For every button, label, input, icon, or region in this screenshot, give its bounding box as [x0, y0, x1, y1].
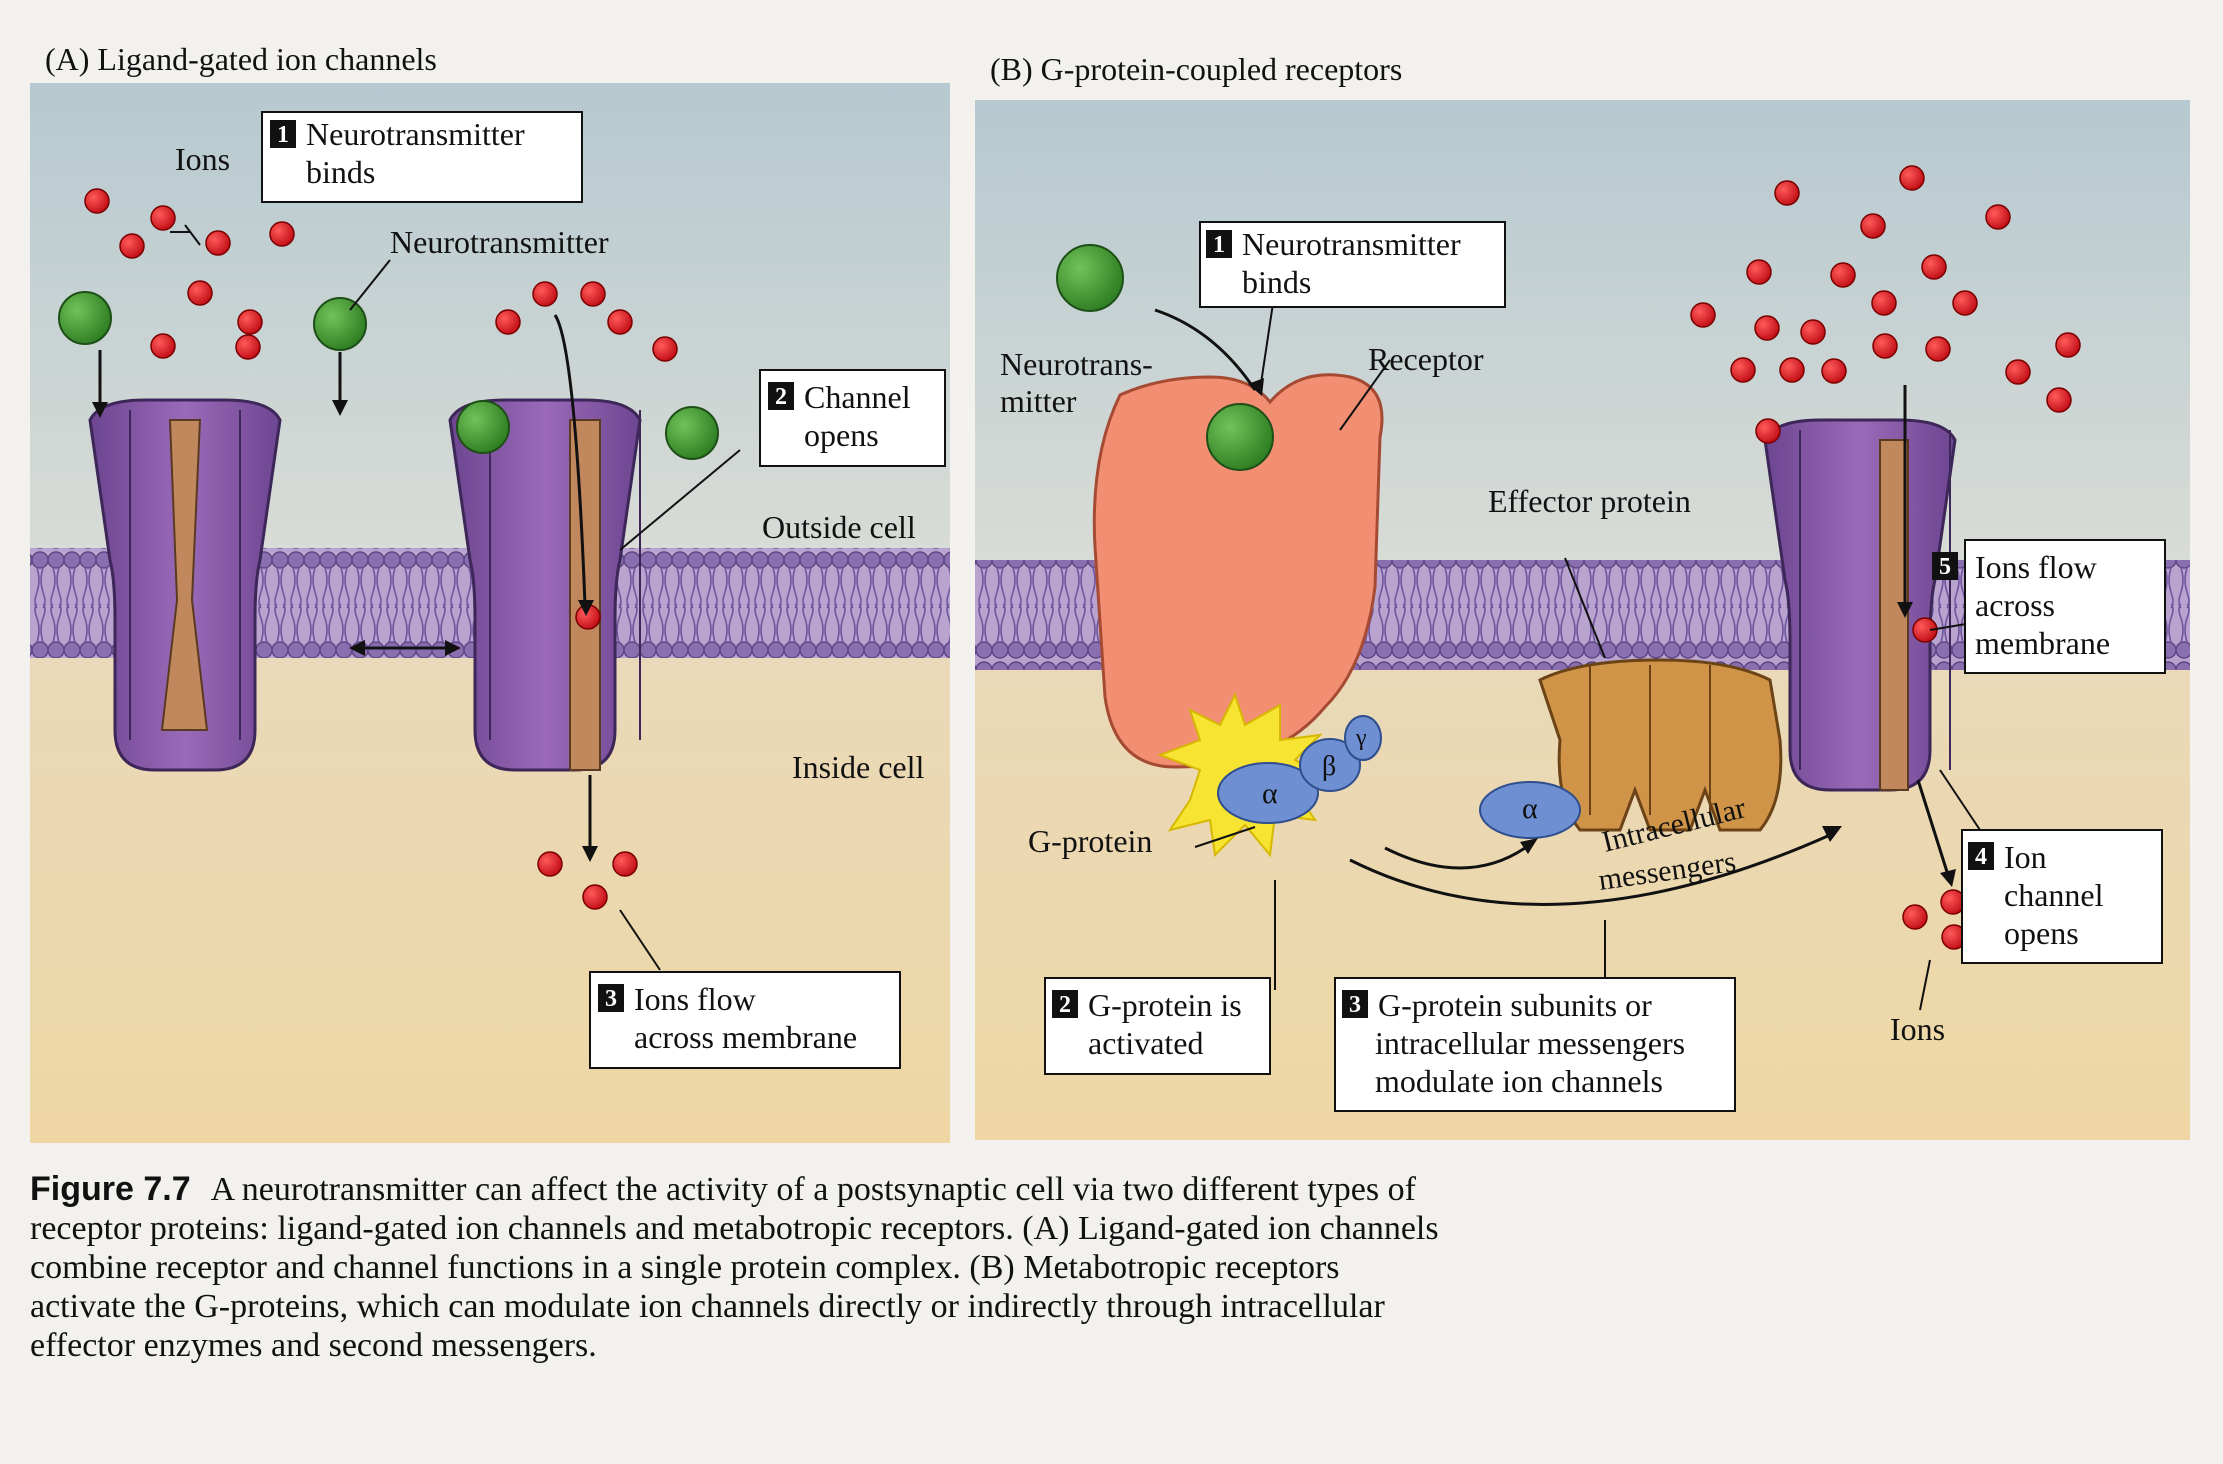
ion-channel-closed: [88, 398, 282, 772]
callout-a-step-2: 2 Channel opens: [759, 369, 946, 467]
g-protein-beta: [1299, 738, 1361, 792]
label-ions: Ions: [175, 141, 230, 177]
callout-b-step-2: 2 G-protein is activated: [1044, 977, 1271, 1075]
panel-b: α β γ α: [975, 51, 2190, 1140]
step-line: modulate ion channels: [1375, 1063, 1663, 1099]
step-line: channel: [2004, 877, 2104, 913]
step-line: Ions flow: [1975, 549, 2097, 585]
step-line: Ions flow: [634, 981, 756, 1017]
label-receptor: Receptor: [1368, 341, 1484, 377]
neurotransmitter: [58, 291, 112, 345]
figure-caption-text: A neurotransmitter can affect the activi…: [30, 1171, 1439, 1364]
step-number: 4: [1975, 844, 1987, 870]
panel-b-title: (B) G-protein-coupled receptors: [990, 51, 1402, 87]
step-number: 1: [1213, 232, 1225, 258]
step-line: Neurotransmitter: [306, 116, 525, 152]
callout-b-step-4: 4 Ion channel opens: [1961, 829, 2163, 964]
receptor: [1092, 373, 1384, 769]
effector-protein: [1538, 658, 1783, 832]
ions-a: [84, 188, 678, 910]
step-line: membrane: [1975, 625, 2110, 661]
step-line: Channel: [804, 379, 911, 415]
panel-a: (A) Ligand-gated ion channels Ions Neuro…: [30, 41, 950, 1143]
label-g-protein: G-protein: [1028, 823, 1152, 859]
label-ions-b: Ions: [1890, 1011, 1945, 1047]
label-effector-protein: Effector protein: [1488, 483, 1691, 519]
figure-label: Figure 7.7: [30, 1170, 191, 1208]
g-protein-alpha: [1217, 762, 1319, 824]
label-alpha: α: [1262, 777, 1278, 810]
step-number: 3: [605, 986, 617, 1012]
neurotransmitter-bound: [1206, 403, 1274, 471]
neurotransmitter: [313, 297, 367, 351]
label-neurotransmitter-b-1: Neurotrans-: [1000, 346, 1153, 382]
callout-b-step-3: 3 G-protein subunits or intracellular me…: [1334, 977, 1736, 1112]
g-protein-gamma: [1344, 715, 1382, 761]
step-line: binds: [1242, 264, 1311, 300]
ions-b: [1690, 165, 2081, 950]
label-alpha-dissociated: α: [1522, 792, 1538, 825]
g-protein-alpha-dissociated: [1479, 781, 1581, 839]
step-line: opens: [2004, 915, 2079, 951]
step-number: 2: [1059, 992, 1071, 1018]
step-line: intracellular messengers: [1375, 1025, 1685, 1061]
step-number: 2: [775, 384, 787, 410]
panel-a-title: (A) Ligand-gated ion channels: [45, 41, 437, 77]
step-line: across: [1975, 587, 2055, 623]
step-line: G-protein subunits or: [1378, 987, 1652, 1023]
label-beta: β: [1322, 751, 1336, 782]
ion-channel-open: [448, 398, 642, 772]
label-outside-cell: Outside cell: [762, 509, 916, 545]
label-neurotransmitter-b-2: mitter: [1000, 383, 1077, 419]
neurotransmitter-bound: [665, 406, 719, 460]
neurotransmitter: [1056, 244, 1124, 312]
callout-b-step-5: 5 Ions flow across membrane: [1932, 539, 2166, 674]
callout-b-step-1: 1 Neurotransmitter binds: [1199, 221, 1506, 308]
step-line: binds: [306, 154, 375, 190]
callout-a-step-1: 1 Neurotransmitter binds: [261, 111, 583, 203]
step-line: Ion: [2004, 839, 2047, 875]
label-neurotransmitter: Neurotransmitter: [390, 224, 609, 260]
label-gamma: γ: [1355, 725, 1367, 751]
step-line: Neurotransmitter: [1242, 226, 1461, 262]
step-line: opens: [804, 417, 879, 453]
step-number: 3: [1349, 992, 1361, 1018]
step-number: 5: [1939, 554, 1951, 580]
step-number: 1: [277, 122, 289, 148]
label-inside-cell: Inside cell: [792, 749, 925, 785]
step-line: across membrane: [634, 1019, 857, 1055]
callout-a-step-3: 3 Ions flow across membrane: [589, 971, 901, 1069]
step-line: activated: [1088, 1025, 1203, 1061]
step-line: G-protein is: [1088, 987, 1242, 1023]
neurotransmitter-bound: [456, 400, 510, 454]
ion-channel-b: [1763, 418, 1957, 792]
